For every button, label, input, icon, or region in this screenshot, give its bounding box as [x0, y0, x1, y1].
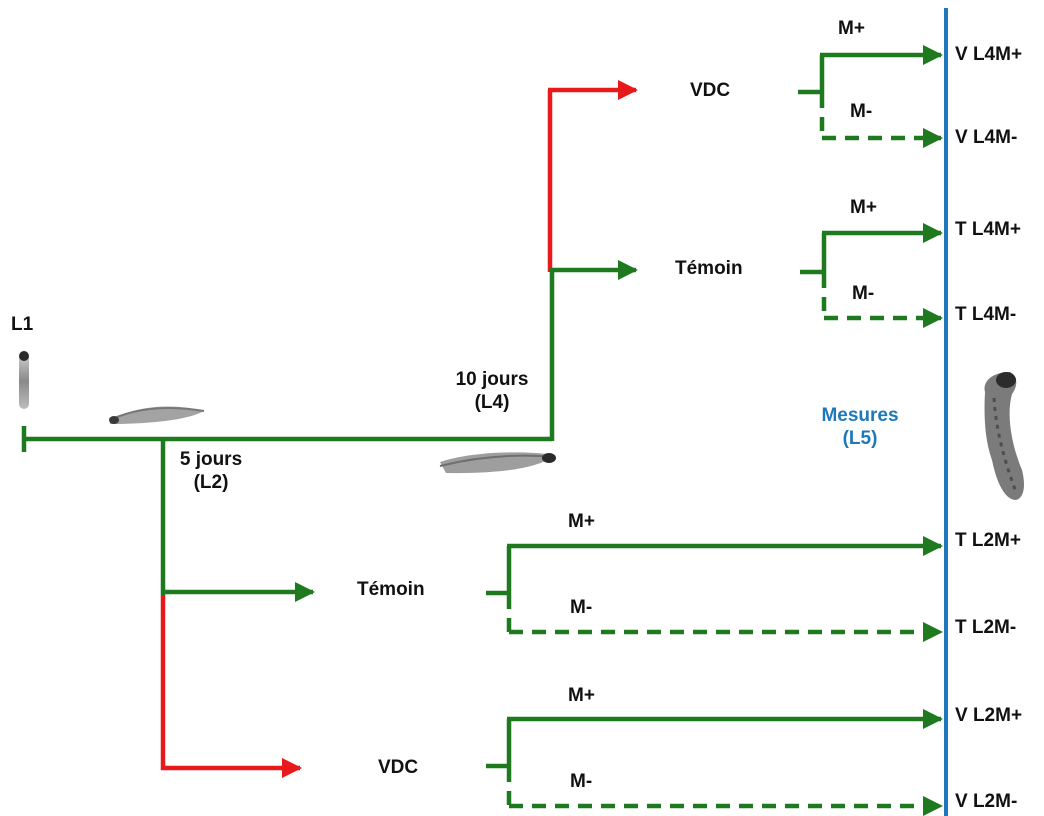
- branch-vdc-l4: [798, 55, 941, 138]
- stage-l1-label: L1: [11, 314, 33, 337]
- measures-text: Mesures: [805, 405, 915, 428]
- group-arrows: [161, 270, 636, 592]
- outcome-t-l2-m-minus: T L2M-: [955, 617, 1016, 640]
- branch-m-minus-vdc-l2: M-: [570, 771, 592, 794]
- outcome-v-l4-m-plus: V L4M+: [955, 44, 1022, 67]
- branch-m-minus-vdc-l4: M-: [850, 101, 872, 124]
- larva-l1-icon: [19, 351, 29, 409]
- timepoint-10-days-label: 10 jours (L4): [440, 369, 544, 415]
- stage-l4-text: (L4): [440, 392, 544, 415]
- timepoint-10-days-text: 10 jours: [440, 369, 544, 392]
- larva-l5-icon: [984, 372, 1024, 500]
- group-temoin-l2: Témoin: [357, 579, 425, 602]
- branch-m-minus-temoin-l4: M-: [852, 283, 874, 306]
- outcome-v-l2-m-plus: V L2M+: [955, 705, 1022, 728]
- stage-l5-text: (L5): [805, 428, 915, 451]
- stage-l2-text: (L2): [164, 472, 258, 495]
- outcome-v-l4-m-minus: V L4M-: [955, 127, 1017, 150]
- branch-m-plus-temoin-l4: M+: [850, 197, 877, 220]
- outcome-t-l4-m-plus: T L4M+: [955, 219, 1021, 242]
- branch-m-plus-vdc-l2: M+: [568, 685, 595, 708]
- branch-vdc-l2: [486, 719, 941, 806]
- timepoint-5-days-text: 5 jours: [164, 449, 258, 472]
- branch-m-minus-temoin-l2: M-: [570, 597, 592, 620]
- outcome-t-l4-m-minus: T L4M-: [955, 304, 1016, 327]
- outcome-v-l2-m-minus: V L2M-: [955, 791, 1017, 814]
- branch-temoin-l2: [486, 546, 941, 632]
- main-timeline: [22, 270, 552, 596]
- larva-l4-icon: [440, 452, 556, 473]
- group-vdc-l4: VDC: [690, 80, 730, 103]
- branch-m-plus-vdc-l4: M+: [838, 18, 865, 41]
- outcome-t-l2-m-plus: T L2M+: [955, 530, 1021, 553]
- group-vdc-l2: VDC: [378, 757, 418, 780]
- larva-l2-icon: [109, 407, 204, 424]
- measures-label: Mesures (L5): [805, 405, 915, 451]
- red-branch-lines: [163, 90, 636, 768]
- branch-m-plus-temoin-l2: M+: [568, 511, 595, 534]
- timepoint-5-days-label: 5 jours (L2): [164, 449, 258, 495]
- group-temoin-l4: Témoin: [675, 258, 743, 281]
